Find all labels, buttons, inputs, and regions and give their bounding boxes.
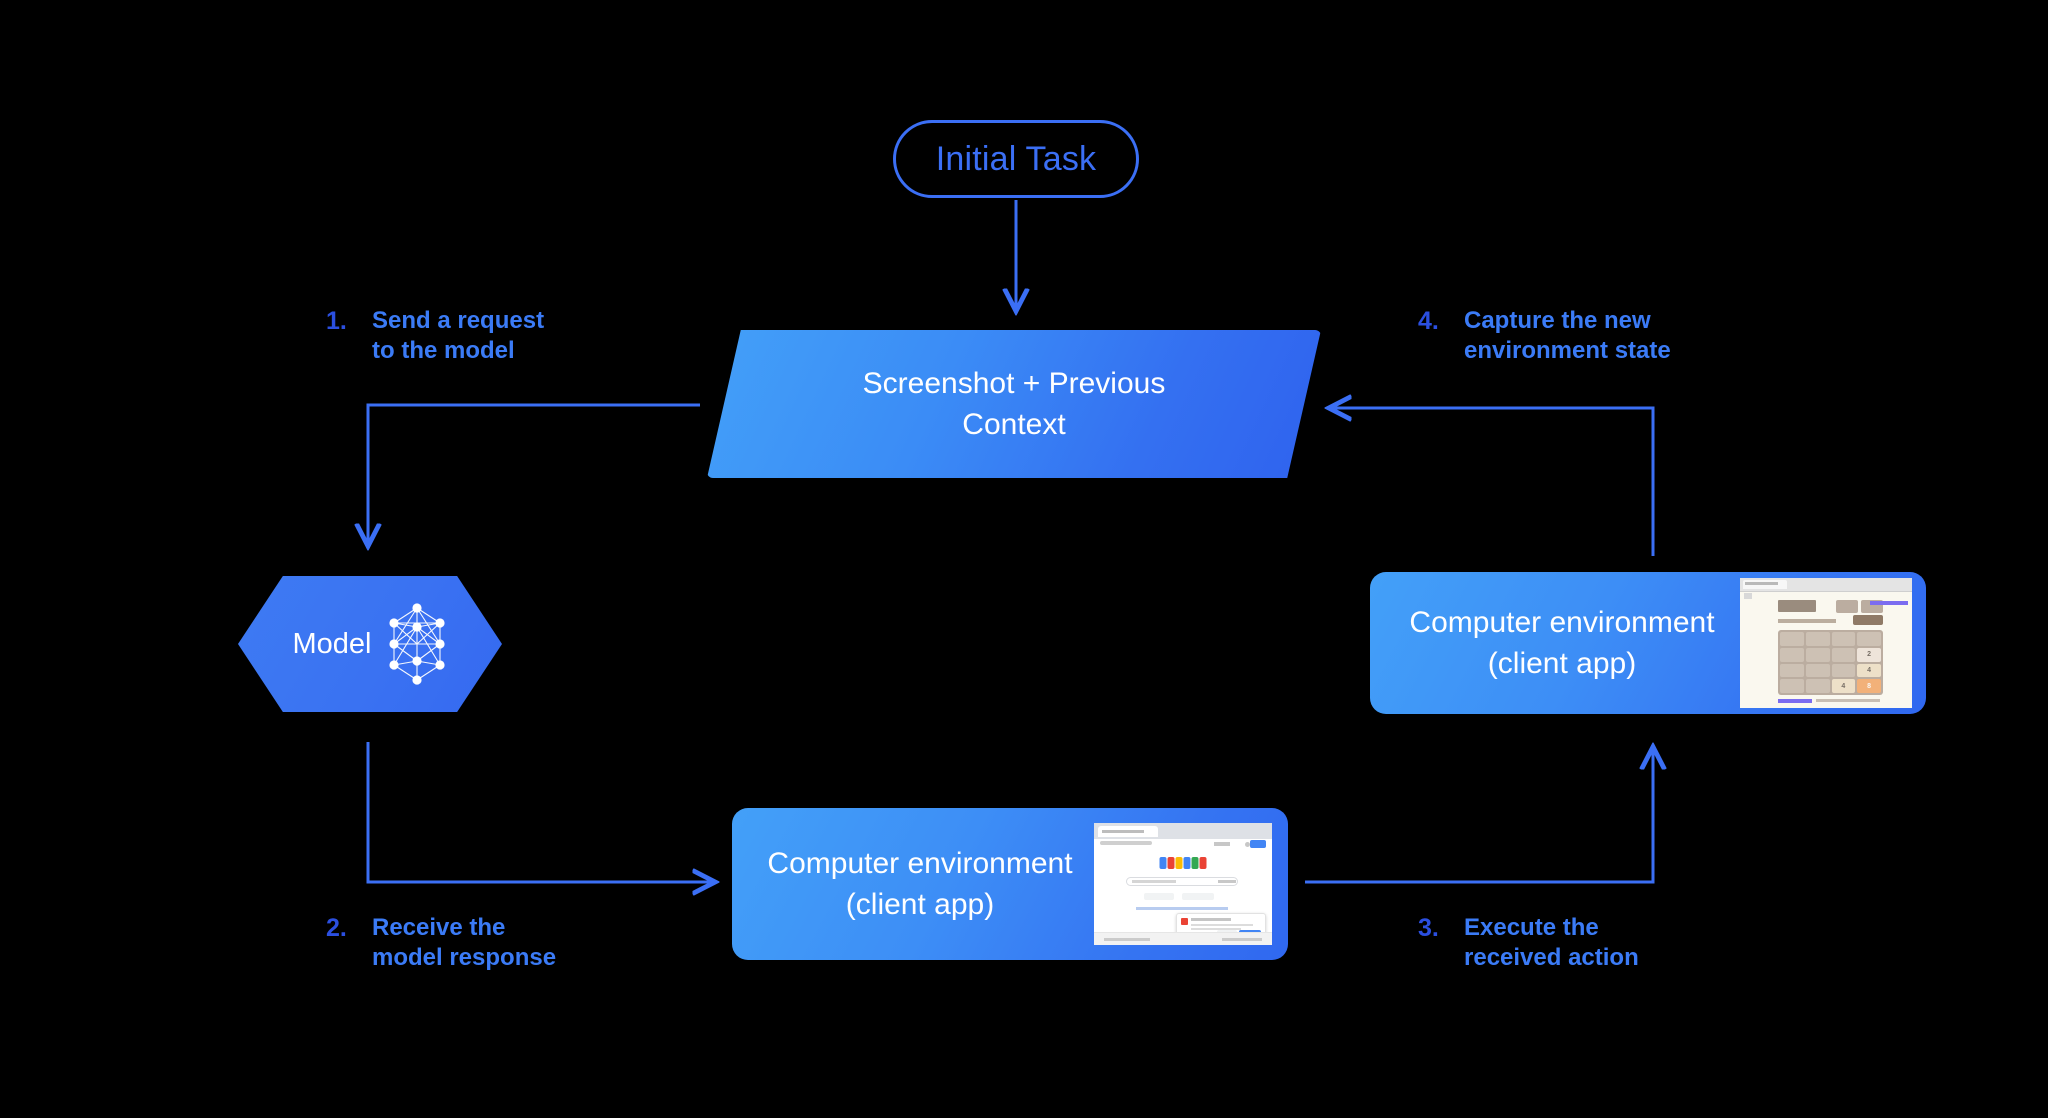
context-node-shape bbox=[707, 330, 1321, 478]
thumbnail-2048-game: 2 4 4 8 bbox=[1740, 578, 1912, 708]
environment-bottom-text: Computer environment (client app) bbox=[732, 843, 1094, 925]
step-1-number: 1. bbox=[326, 307, 347, 335]
lucky-button bbox=[1182, 893, 1214, 900]
context-node-line1: Screenshot + Previous bbox=[862, 367, 1166, 400]
initial-task-label: Initial Task bbox=[935, 139, 1097, 178]
language-links bbox=[1136, 907, 1228, 910]
step-3-text: Execute the received action bbox=[1464, 914, 1639, 971]
sign-in-button bbox=[1250, 840, 1266, 848]
step-1-text: Send a request to the model bbox=[372, 307, 545, 364]
footer-link bbox=[1778, 699, 1812, 703]
step-4-number: 4. bbox=[1418, 307, 1439, 335]
game-grid: 2 4 4 8 bbox=[1778, 630, 1883, 695]
page-footer bbox=[1094, 932, 1272, 945]
tile-4a: 4 bbox=[1857, 663, 1881, 678]
step-2-text: Receive the model response bbox=[372, 914, 557, 971]
environment-right-line2: (client app) bbox=[1487, 647, 1637, 680]
environment-card-right[interactable]: Computer environment (client app) 2 4 4 bbox=[1370, 572, 1926, 714]
search-input bbox=[1126, 877, 1238, 886]
step-3-number: 3. bbox=[1418, 914, 1439, 942]
avatar bbox=[1245, 842, 1250, 847]
neural-network-icon bbox=[388, 603, 445, 685]
environment-right-line1: Computer environment bbox=[1409, 606, 1715, 639]
tile-2: 2 bbox=[1857, 647, 1881, 662]
context-node[interactable]: Screenshot + Previous Context bbox=[707, 330, 1321, 478]
connector-step2-model-to-environment bbox=[366, 742, 714, 882]
game-subtitle bbox=[1778, 619, 1836, 623]
context-node-line2: Context bbox=[962, 408, 1066, 441]
connector-step3-environment-to-environment bbox=[1305, 748, 1653, 884]
environment-bottom-line1: Computer environment bbox=[767, 847, 1073, 880]
tile-8: 8 bbox=[1857, 679, 1881, 693]
connector-step1-context-to-model bbox=[368, 403, 700, 545]
tile-4b: 4 bbox=[1831, 679, 1856, 693]
initial-task-node[interactable]: Initial Task bbox=[893, 120, 1139, 198]
thumbnail-google-search bbox=[1094, 823, 1272, 945]
score-box bbox=[1836, 600, 1858, 613]
address-bar-stub bbox=[1744, 593, 1752, 599]
step-4-text: Capture the new environment state bbox=[1464, 307, 1671, 364]
search-icons bbox=[1218, 880, 1236, 883]
search-button bbox=[1144, 893, 1174, 900]
model-node[interactable]: Model bbox=[238, 576, 502, 712]
dialog-icon bbox=[1181, 918, 1188, 925]
step-4-label: 4. Capture the new environment state bbox=[1418, 306, 1671, 366]
new-game-button bbox=[1853, 615, 1883, 625]
step-3-label: 3. Execute the received action bbox=[1418, 913, 1639, 973]
step-2-label: 2. Receive the model response bbox=[326, 913, 556, 973]
game-title bbox=[1778, 600, 1816, 612]
header-link bbox=[1870, 601, 1908, 605]
connector-step4-environment-to-context bbox=[1330, 408, 1655, 556]
step-2-number: 2. bbox=[326, 914, 347, 942]
environment-right-text: Computer environment (client app) bbox=[1370, 602, 1740, 684]
context-node-text: Screenshot + Previous Context bbox=[707, 330, 1321, 478]
google-logo bbox=[1159, 857, 1207, 869]
model-node-label: Model bbox=[292, 627, 372, 660]
step-1-label: 1. Send a request to the model bbox=[326, 306, 544, 366]
environment-bottom-line2: (client app) bbox=[845, 888, 995, 921]
model-node-shape bbox=[238, 576, 502, 712]
address-bar bbox=[1100, 841, 1152, 845]
environment-card-bottom[interactable]: Computer environment (client app) bbox=[732, 808, 1288, 960]
